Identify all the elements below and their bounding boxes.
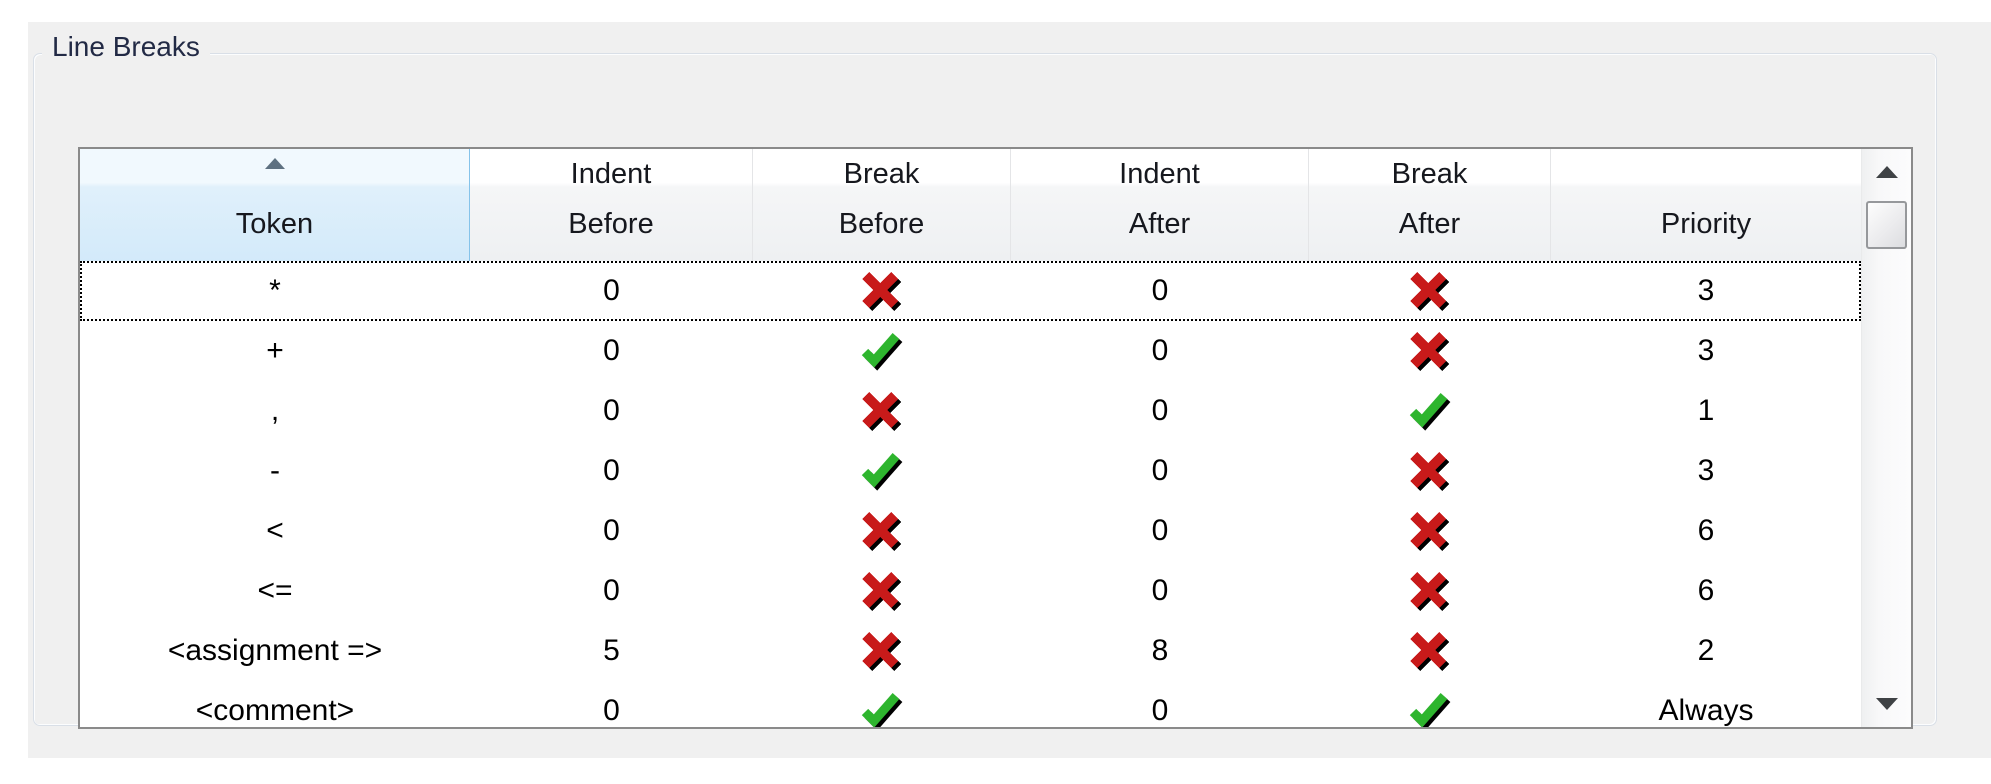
line-breaks-groupbox: Line Breaks Token Indent Before Break Be… [33, 29, 1937, 729]
indent-after-cell: 0 [1151, 694, 1169, 727]
break-before-cell [753, 441, 1011, 501]
break-after-cell [1309, 321, 1551, 381]
indent-after-cell: 0 [1151, 454, 1169, 487]
dialog-panel: Line Breaks Token Indent Before Break Be… [28, 22, 1991, 758]
column-header-break_after[interactable]: Break After [1309, 149, 1551, 261]
indent-after-cell: 0 [1151, 394, 1169, 427]
cross-icon [1408, 570, 1453, 613]
column-header-label: Indent Before [568, 158, 654, 240]
priority-cell: 2 [1697, 634, 1715, 667]
column-header-label: Priority [1660, 208, 1752, 240]
priority-cell: 3 [1697, 274, 1715, 307]
token-cell: * [269, 274, 281, 307]
priority-cell: 6 [1697, 574, 1715, 607]
table-row[interactable]: + 0 0 [80, 321, 1861, 381]
indent-after-cell: 0 [1151, 334, 1169, 367]
break-after-cell [1309, 501, 1551, 561]
column-header-label: Break Before [838, 158, 925, 240]
check-icon [860, 690, 905, 727]
column-header-token[interactable]: Token [80, 149, 470, 261]
line-breaks-table: Token Indent Before Break Before Indent … [78, 147, 1913, 729]
scroll-down-button[interactable] [1862, 683, 1911, 725]
cross-icon [1408, 270, 1453, 313]
priority-cell: 3 [1697, 454, 1715, 487]
indent-before-cell: 0 [603, 574, 620, 607]
scroll-down-icon [1875, 698, 1898, 710]
token-cell: , [270, 394, 280, 427]
break-before-cell [753, 321, 1011, 381]
priority-cell: 6 [1697, 514, 1715, 547]
break-after-cell [1309, 681, 1551, 727]
column-header-indent_after[interactable]: Indent After [1011, 149, 1309, 261]
token-cell: - [270, 454, 280, 487]
break-before-cell [753, 561, 1011, 621]
check-icon [860, 330, 905, 373]
token-cell: < [266, 514, 284, 547]
break-before-cell [753, 261, 1011, 321]
scroll-up-icon [1875, 166, 1898, 178]
indent-after-cell: 0 [1151, 274, 1169, 307]
cross-icon [860, 630, 905, 673]
priority-cell: 3 [1697, 334, 1715, 367]
break-after-cell [1309, 381, 1551, 441]
header-row: Token Indent Before Break Before Indent … [80, 149, 1861, 261]
vertical-scrollbar[interactable] [1861, 149, 1911, 727]
token-cell: + [266, 334, 284, 367]
priority-cell: 1 [1697, 394, 1715, 427]
break-after-cell [1309, 261, 1551, 321]
indent-after-cell: 8 [1151, 634, 1169, 667]
cross-icon [860, 270, 905, 313]
cross-icon [1408, 630, 1453, 673]
cross-icon [860, 510, 905, 553]
table-row[interactable]: * 0 0 [80, 261, 1861, 321]
check-icon [1408, 690, 1453, 727]
sort-ascending-icon [264, 158, 285, 169]
token-cell: <assignment => [167, 634, 383, 667]
indent-after-cell: 0 [1151, 574, 1169, 607]
priority-cell: Always [1658, 694, 1754, 727]
indent-before-cell: 0 [603, 274, 620, 307]
indent-before-cell: 0 [603, 334, 620, 367]
table-row[interactable]: <assignment => 5 8 [80, 621, 1861, 681]
table-row[interactable]: , 0 0 [80, 381, 1861, 441]
indent-before-cell: 0 [603, 394, 620, 427]
groupbox-title: Line Breaks [42, 29, 210, 65]
token-cell: <comment> [195, 694, 355, 727]
break-before-cell [753, 621, 1011, 681]
break-before-cell [753, 381, 1011, 441]
table-rows: * 0 0 [80, 261, 1861, 727]
table-row[interactable]: - 0 0 [80, 441, 1861, 501]
column-header-label: Token [235, 208, 314, 240]
check-icon [1408, 390, 1453, 433]
indent-before-cell: 0 [603, 454, 620, 487]
column-header-label: Indent After [1119, 158, 1200, 240]
break-before-cell [753, 501, 1011, 561]
break-after-cell [1309, 621, 1551, 681]
column-header-indent_before[interactable]: Indent Before [470, 149, 753, 261]
cross-icon [1408, 450, 1453, 493]
cross-icon [1408, 330, 1453, 373]
column-header-priority[interactable]: Priority [1551, 149, 1861, 261]
break-before-cell [753, 681, 1011, 727]
column-header-label: Break After [1391, 158, 1468, 240]
break-after-cell [1309, 561, 1551, 621]
indent-before-cell: 0 [603, 694, 620, 727]
table-row[interactable]: < 0 0 [80, 501, 1861, 561]
column-header-break_before[interactable]: Break Before [753, 149, 1011, 261]
check-icon [860, 450, 905, 493]
indent-before-cell: 5 [603, 634, 620, 667]
cross-icon [860, 570, 905, 613]
break-after-cell [1309, 441, 1551, 501]
scrollbar-thumb[interactable] [1866, 201, 1907, 249]
scroll-up-button[interactable] [1862, 151, 1911, 193]
indent-after-cell: 0 [1151, 514, 1169, 547]
token-cell: <= [257, 574, 293, 607]
table-row[interactable]: <comment> 0 0 [80, 681, 1861, 727]
cross-icon [1408, 510, 1453, 553]
indent-before-cell: 0 [603, 514, 620, 547]
cross-icon [860, 390, 905, 433]
table-row[interactable]: <= 0 0 [80, 561, 1861, 621]
